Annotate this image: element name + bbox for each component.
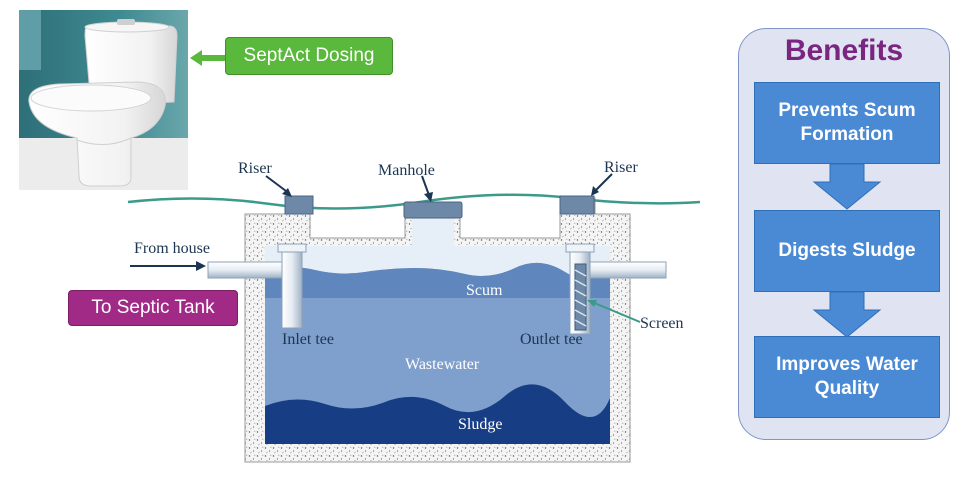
scum-label: Scum bbox=[466, 282, 503, 299]
sludge-label: Sludge bbox=[458, 416, 503, 433]
outlet-tee-label: Outlet tee bbox=[520, 331, 583, 348]
arrow-down-icon bbox=[812, 292, 882, 338]
benefit-improves-water: Improves Water Quality bbox=[754, 336, 940, 418]
wastewater-label: Wastewater bbox=[405, 356, 480, 373]
benefit-label: Improves Water Quality bbox=[776, 354, 918, 399]
benefit-digests-sludge: Digests Sludge bbox=[754, 210, 940, 292]
from-house-label: From house bbox=[134, 240, 210, 257]
toilet-photo bbox=[19, 10, 188, 190]
to-septic-tank-callout: To Septic Tank bbox=[68, 290, 238, 326]
manhole-label: Manhole bbox=[378, 162, 435, 179]
arrow-down-icon bbox=[812, 164, 882, 210]
benefit-label: Digests Sludge bbox=[778, 240, 916, 261]
screen-label: Screen bbox=[640, 315, 684, 332]
septact-dosing-callout: SeptAct Dosing bbox=[225, 37, 393, 75]
arrow-left-icon bbox=[190, 50, 226, 66]
riser-right-label: Riser bbox=[604, 159, 638, 176]
septic-tank-diagram bbox=[127, 173, 701, 463]
benefit-label: Prevents Scum Formation bbox=[778, 100, 916, 145]
benefits-title: Benefits bbox=[784, 34, 904, 67]
benefit-prevents-scum: Prevents Scum Formation bbox=[754, 82, 940, 164]
inlet-tee-label: Inlet tee bbox=[282, 331, 334, 348]
riser-left-label: Riser bbox=[238, 160, 272, 177]
